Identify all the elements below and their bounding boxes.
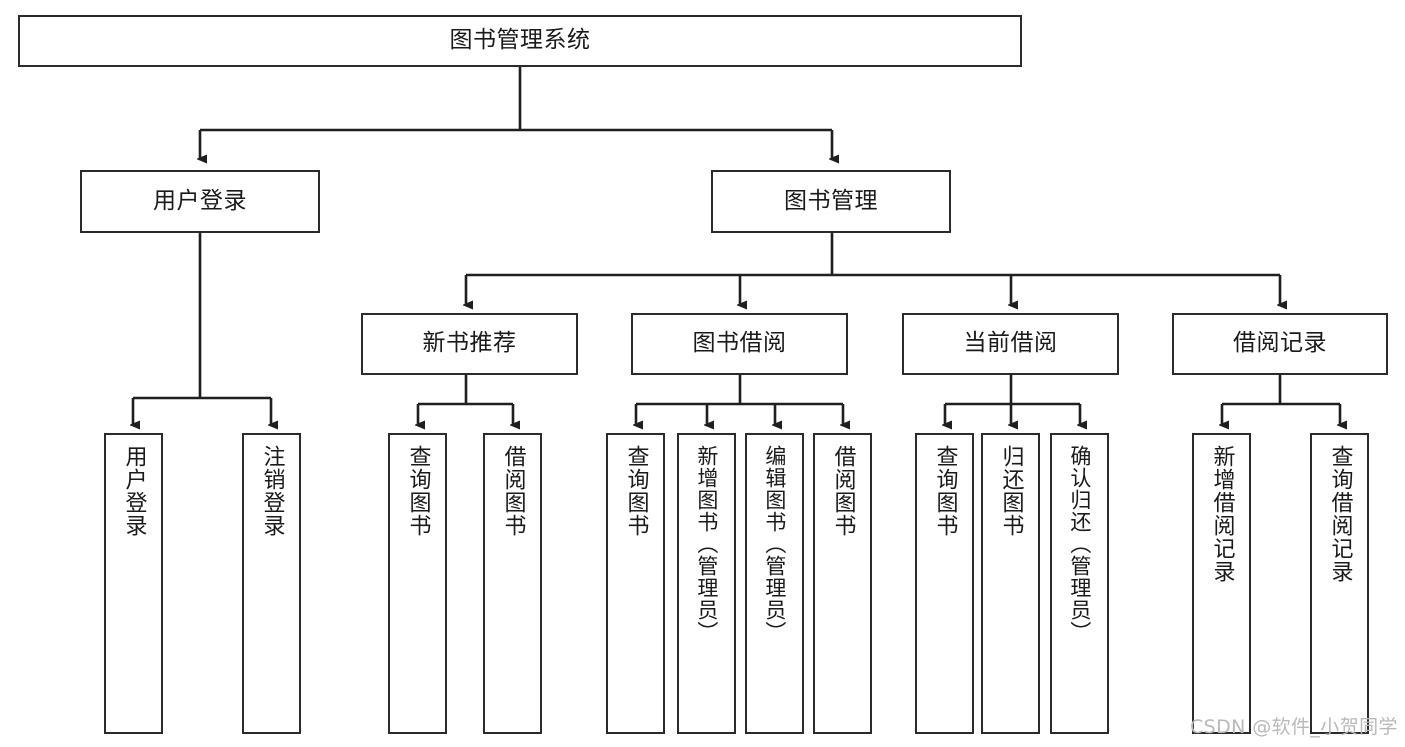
node-label: 借阅图书 — [830, 445, 856, 537]
node-label: 归还图书 — [998, 445, 1024, 537]
leaf-add-borrow-record[interactable]: 新增借阅记录 — [1192, 433, 1251, 734]
leaf-logout-login[interactable]: 注销登录 — [242, 433, 301, 734]
leaf-query-book-3[interactable]: 查询图书 — [915, 433, 974, 734]
leaf-edit-book[interactable]: 编辑图书（管理员） — [745, 433, 804, 734]
leaf-query-book-2[interactable]: 查询图书 — [606, 433, 665, 734]
leaf-return-book[interactable]: 归还图书 — [981, 433, 1040, 734]
node-label: 查询图书 — [405, 445, 431, 537]
node-borrow-record[interactable]: 借阅记录 — [1172, 313, 1388, 375]
node-new-book-recommend[interactable]: 新书推荐 — [361, 313, 578, 375]
leaf-confirm-return[interactable]: 确认归还（管理员） — [1050, 433, 1109, 734]
watermark-text: CSDN @软件_小贺同学 — [1190, 716, 1398, 738]
node-label: 注销登录 — [259, 445, 285, 537]
leaf-query-book-1[interactable]: 查询图书 — [388, 433, 447, 734]
node-label: 新增借阅记录 — [1209, 445, 1235, 583]
node-label: 用户登录 — [153, 187, 247, 214]
node-label: 借阅记录 — [1233, 330, 1327, 357]
leaf-query-borrow-record[interactable]: 查询借阅记录 — [1310, 433, 1369, 734]
node-label: 图书管理系统 — [449, 27, 591, 54]
leaf-borrow-book-1[interactable]: 借阅图书 — [483, 433, 542, 734]
node-label: 新增图书（管理员） — [694, 445, 719, 643]
leaf-borrow-book-2[interactable]: 借阅图书 — [813, 433, 872, 734]
node-label: 新书推荐 — [422, 330, 517, 357]
node-label: 确认归还（管理员） — [1067, 445, 1092, 643]
node-label: 查询图书 — [623, 445, 649, 537]
leaf-add-book[interactable]: 新增图书（管理员） — [677, 433, 736, 734]
leaf-user-login[interactable]: 用户登录 — [104, 433, 163, 734]
node-label: 用户登录 — [121, 445, 147, 537]
node-book-borrow[interactable]: 图书借阅 — [631, 313, 848, 375]
node-label: 当前借阅 — [963, 330, 1058, 357]
node-user-login[interactable]: 用户登录 — [80, 170, 320, 233]
node-label: 图书管理 — [784, 187, 878, 214]
node-label: 借阅图书 — [500, 445, 526, 537]
node-label: 图书借阅 — [692, 330, 787, 357]
node-root-system[interactable]: 图书管理系统 — [18, 15, 1022, 67]
node-label: 查询借阅记录 — [1327, 445, 1353, 583]
node-book-management[interactable]: 图书管理 — [711, 170, 951, 233]
node-label: 编辑图书（管理员） — [762, 445, 787, 643]
node-current-borrow[interactable]: 当前借阅 — [902, 313, 1119, 375]
node-label: 查询图书 — [932, 445, 958, 537]
